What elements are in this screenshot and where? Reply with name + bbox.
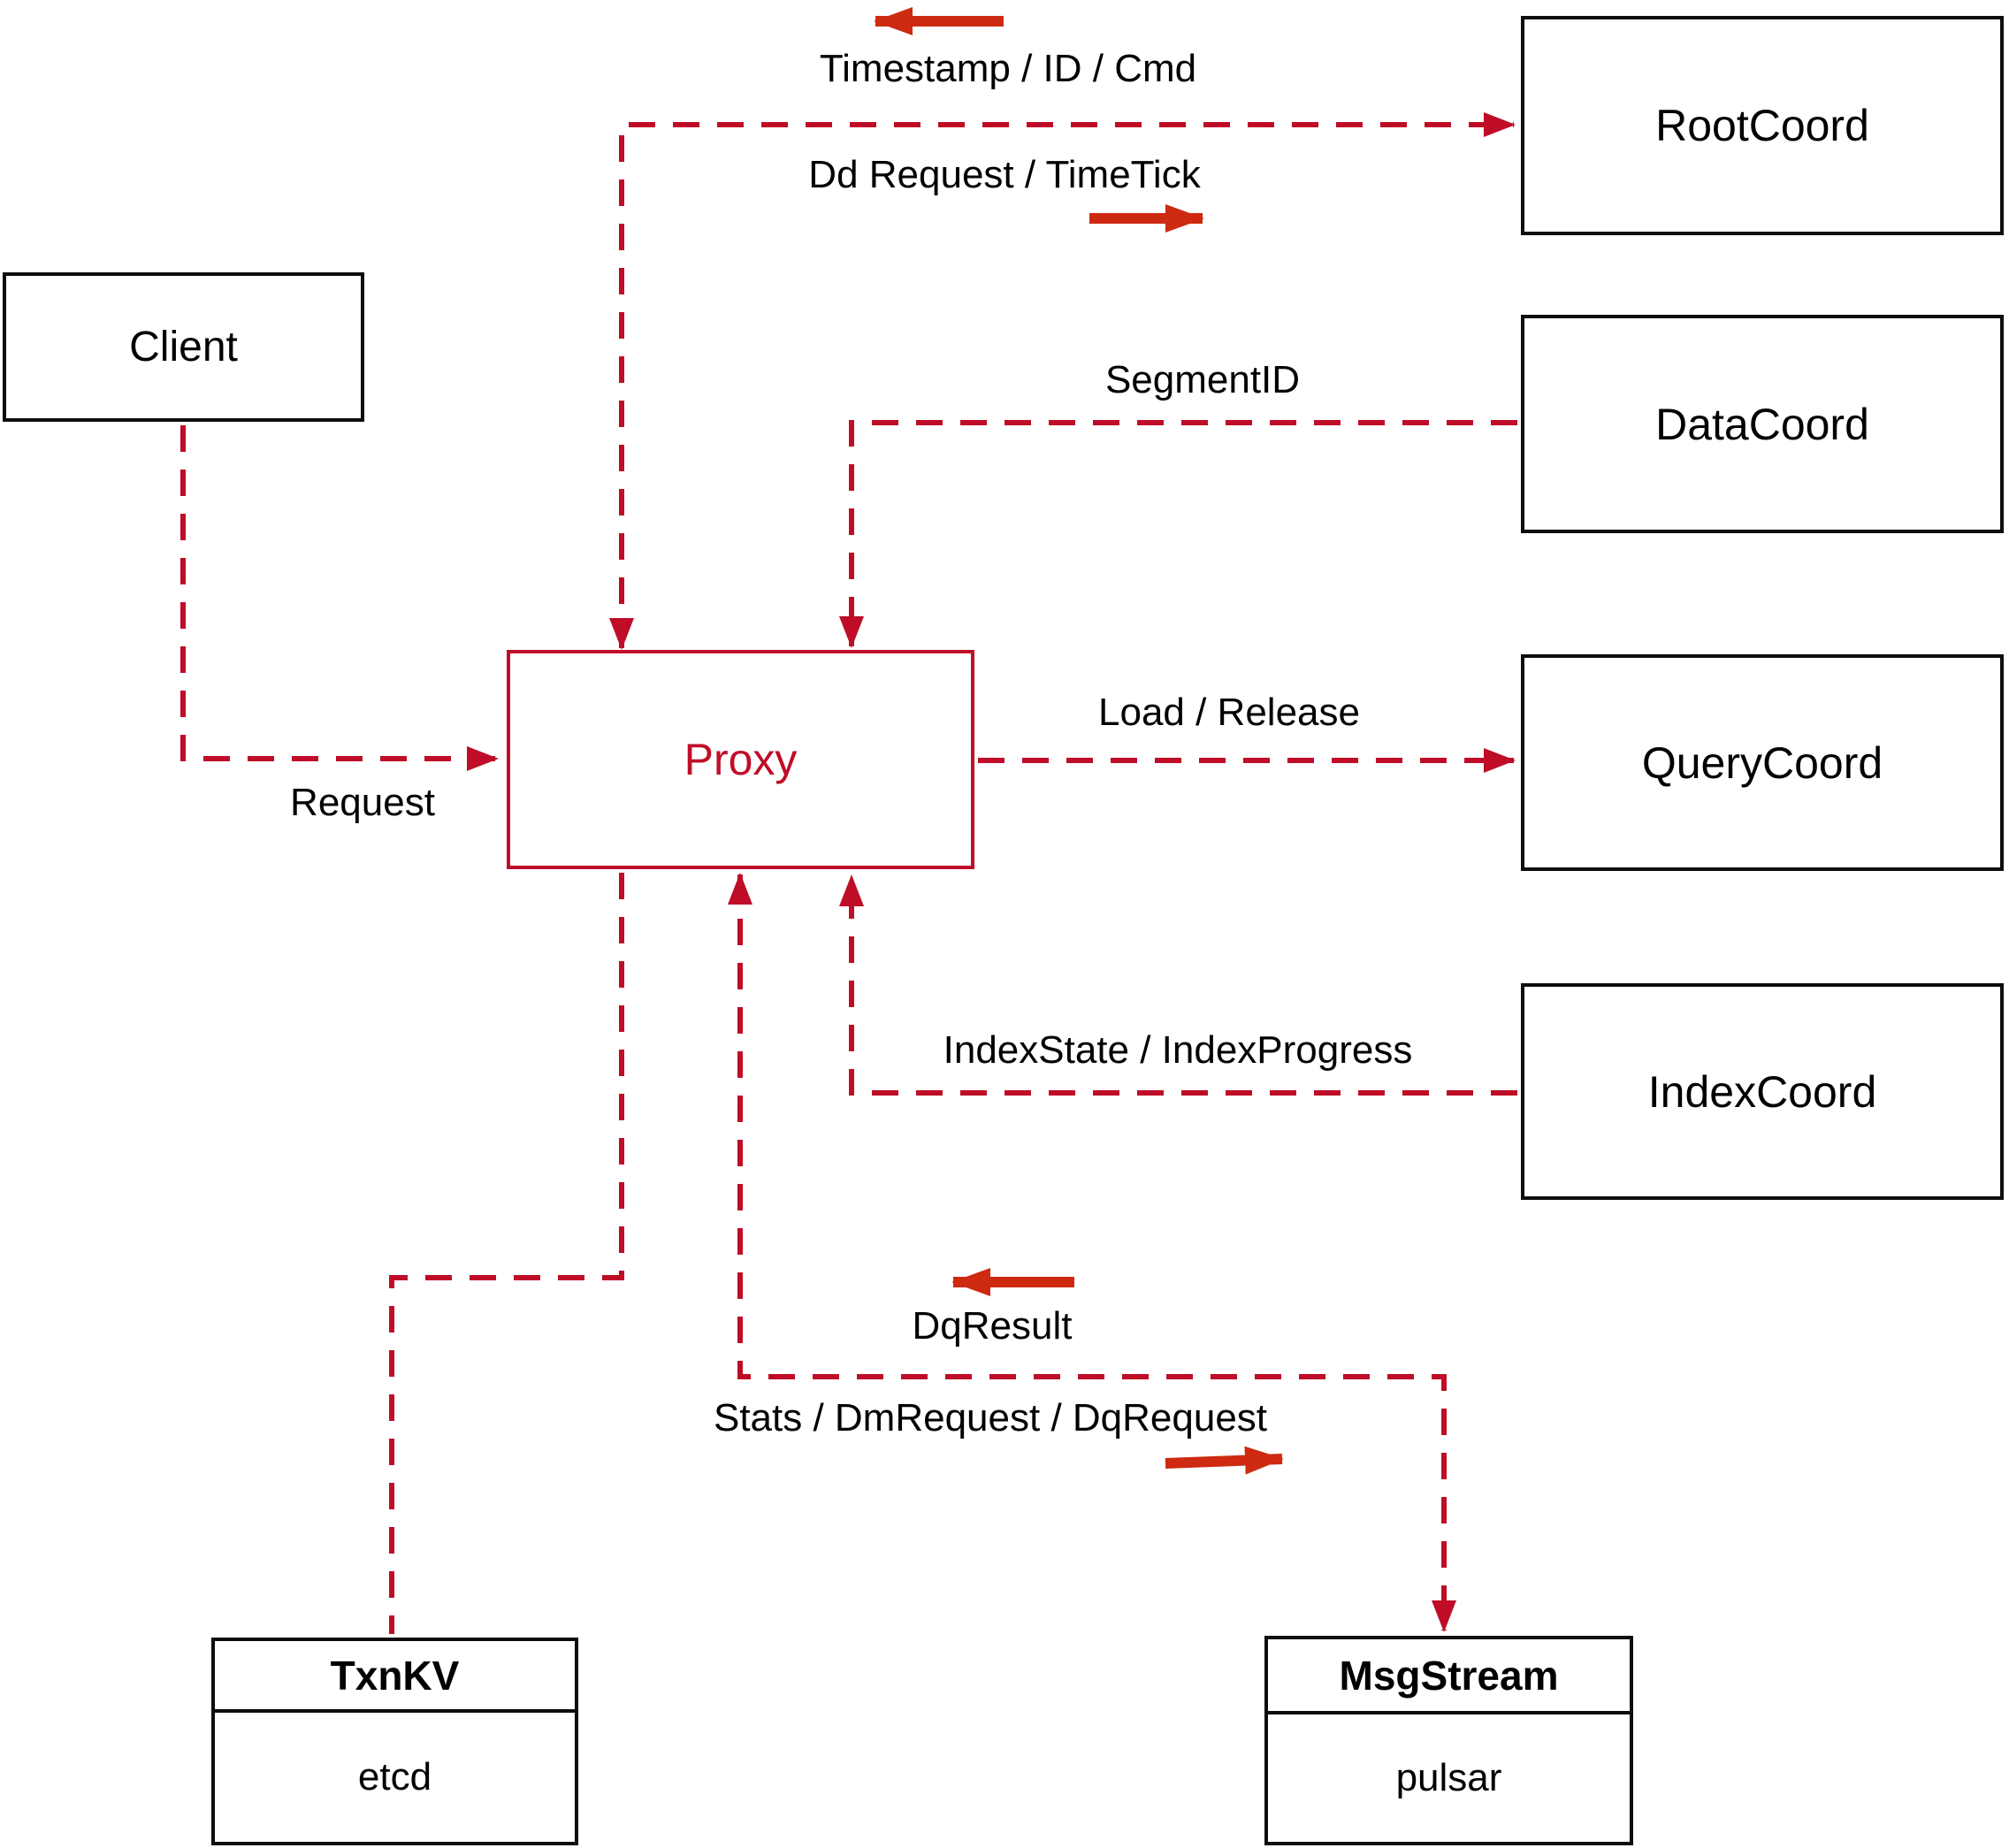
- node-rootcoord-label: RootCoord: [1655, 101, 1869, 150]
- node-datacoord: DataCoord: [1521, 315, 2004, 533]
- node-proxy: Proxy: [507, 650, 974, 869]
- node-txnkv-subtitle: etcd: [357, 1755, 432, 1798]
- edge-proxy-txnkv: [389, 873, 624, 1634]
- node-client-label: Client: [129, 324, 238, 370]
- edge-proxy-msgstream: [728, 873, 1456, 1632]
- edge-label-timestamp-id-cmd: Timestamp / ID / Cmd: [819, 47, 1197, 90]
- node-msgstream: MsgStream pulsar: [1264, 1636, 1633, 1845]
- node-indexcoord-label: IndexCoord: [1647, 1066, 1877, 1117]
- edge-label-dq-result: DqResult: [912, 1304, 1073, 1348]
- node-msgstream-title: MsgStream: [1268, 1639, 1630, 1714]
- arrow-proxy-to-msgstream-icon: [1165, 1446, 1284, 1475]
- node-client: Client: [3, 272, 364, 422]
- node-txnkv-title: TxnKV: [215, 1641, 575, 1713]
- node-querycoord: QueryCoord: [1521, 654, 2004, 871]
- node-proxy-label: Proxy: [684, 735, 798, 784]
- node-msgstream-subtitle: pulsar: [1395, 1756, 1502, 1799]
- node-rootcoord: RootCoord: [1521, 16, 2004, 235]
- edge-label-index-state-progress: IndexState / IndexProgress: [943, 1028, 1413, 1072]
- edge-client-proxy: [180, 425, 499, 771]
- node-indexcoord: IndexCoord: [1521, 983, 2004, 1200]
- node-txnkv: TxnKV etcd: [211, 1638, 578, 1845]
- edge-proxy-rootcoord: [609, 112, 1516, 650]
- edge-label-request: Request: [290, 781, 435, 824]
- node-querycoord-label: QueryCoord: [1641, 737, 1883, 788]
- edge-datacoord-proxy: [839, 420, 1517, 648]
- node-datacoord-label: DataCoord: [1655, 399, 1869, 449]
- edge-label-stats-dm-dq-request: Stats / DmRequest / DqRequest: [713, 1396, 1268, 1439]
- edge-label-load-release: Load / Release: [1098, 691, 1360, 734]
- edge-label-dd-request-timetick: Dd Request / TimeTick: [808, 153, 1201, 196]
- edge-label-segment-id: SegmentID: [1104, 358, 1301, 401]
